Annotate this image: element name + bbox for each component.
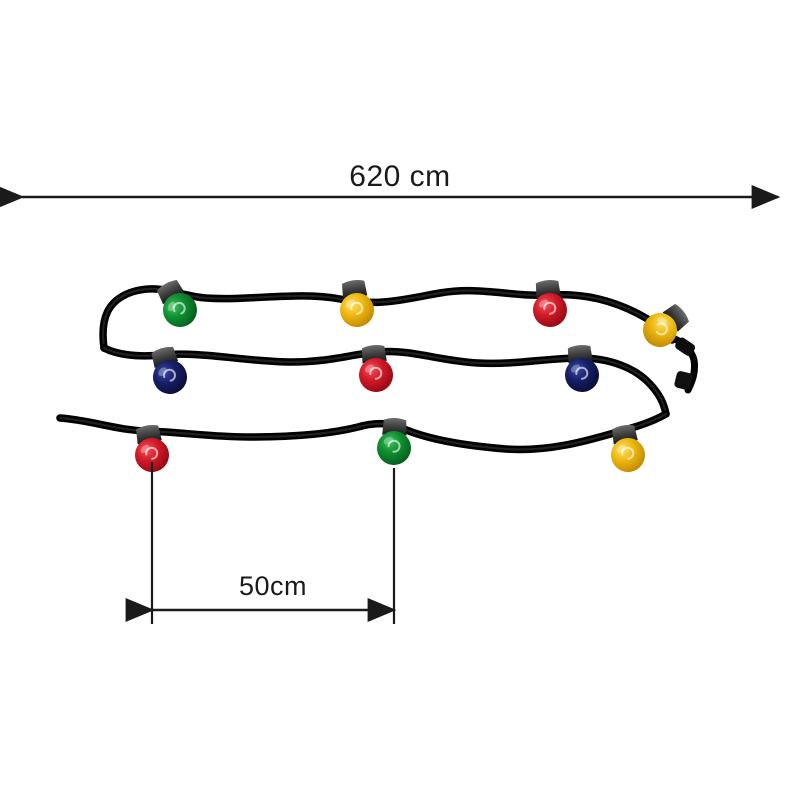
- bulb-filament: [163, 368, 176, 382]
- bulb-filament: [172, 301, 186, 315]
- bulb-highlight: [616, 444, 626, 454]
- bulb-blue-mid-1: [151, 346, 187, 394]
- bulb-spacing-label: 50cm: [239, 571, 307, 601]
- bulb-filament: [575, 366, 589, 380]
- bulb-glass: [359, 358, 393, 392]
- wire-row-top-highlight: [102, 287, 674, 350]
- bulb-socket: [156, 279, 185, 305]
- plug-body: [675, 337, 696, 356]
- bulb-filament: [543, 301, 557, 315]
- plug-socket-end: [674, 371, 693, 390]
- festoon-light-string: [56, 279, 698, 472]
- bulb-highlight: [140, 444, 150, 454]
- bulb-layer: [135, 279, 689, 472]
- bulb-yellow-top-4: [643, 303, 689, 347]
- bulb-red-bottom-1: [135, 424, 169, 472]
- bulb-glass: [340, 293, 374, 327]
- bulb-blue-mid-3: [565, 344, 599, 392]
- bulb-glass: [611, 438, 645, 472]
- bulb-glass: [533, 293, 567, 327]
- bulb-filament: [655, 322, 668, 336]
- bulb-yellow-bottom-3: [611, 424, 645, 472]
- bulb-highlight: [345, 299, 355, 308]
- bulb-filament: [145, 446, 159, 460]
- bulb-filament: [369, 366, 383, 380]
- bulb-highlight: [657, 317, 667, 325]
- bulb-red-mid-2: [359, 344, 393, 392]
- bulb-glass: [565, 358, 599, 392]
- bulb-socket: [382, 418, 407, 436]
- bulb-filament: [350, 301, 364, 315]
- bulb-highlight: [538, 299, 549, 308]
- bulb-socket: [662, 303, 689, 332]
- bulb-yellow-top-2: [340, 280, 374, 327]
- bulb-glass: [135, 438, 169, 472]
- bulb-filament: [387, 439, 401, 453]
- bulb-green-top-1: [156, 279, 197, 327]
- bulb-highlight: [383, 436, 394, 445]
- bulb-highlight: [158, 367, 167, 377]
- bulb-spacing-dimension: 50cm: [125, 462, 397, 624]
- bulb-glass: [377, 431, 411, 465]
- bulb-filament: [621, 446, 635, 460]
- plug-layer: [664, 332, 698, 394]
- bulb-glass: [643, 313, 677, 347]
- total-length-label: 620 cm: [349, 160, 450, 193]
- bulb-glass: [163, 293, 197, 327]
- bulb-highlight: [364, 364, 375, 373]
- bulb-highlight: [167, 301, 176, 312]
- bulb-glass: [153, 360, 187, 394]
- wire-row-middle-highlight: [102, 346, 668, 416]
- bulb-green-bottom-2: [377, 418, 411, 465]
- total-length-dimension: 620 cm: [0, 160, 781, 209]
- bulb-highlight: [570, 364, 581, 373]
- bulb-red-top-3: [533, 279, 567, 327]
